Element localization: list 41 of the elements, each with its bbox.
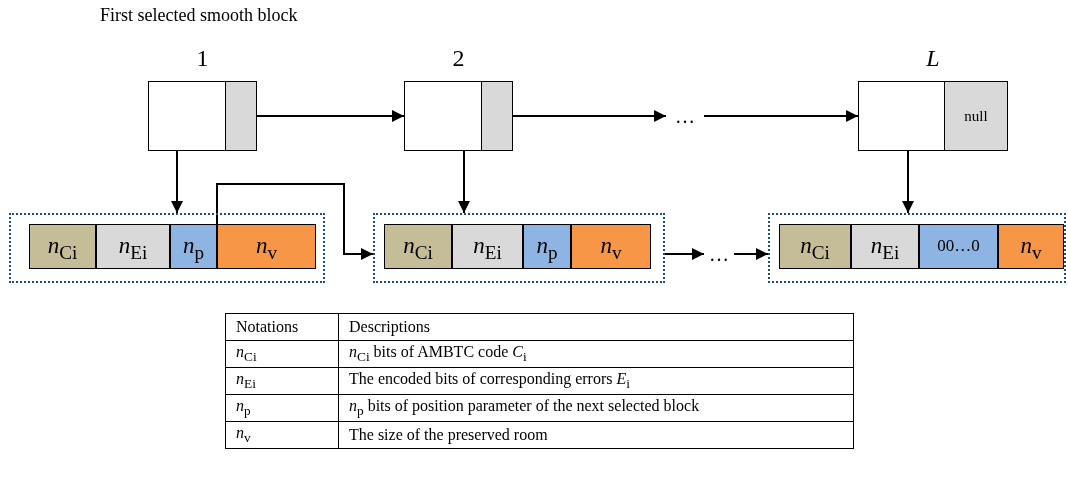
table-cell: n$_{p}$ bits of position parameter of the next selected block (338, 394, 854, 422)
table-cell: Notations (225, 313, 339, 341)
arrow (512, 110, 667, 122)
arrow (703, 110, 859, 122)
table-cell: The encoded bits of corresponding errors E$_{i}$ (338, 367, 854, 395)
bit-field: n$_{Ci}$ (29, 224, 96, 269)
table-cell: n$_{Ci}$ (225, 340, 339, 368)
ellipsis-text: … (704, 242, 734, 266)
bit-field: n$_{Ei}$ (851, 224, 919, 269)
table-cell: n$_{p}$ (225, 394, 339, 422)
dotted-block-frame (373, 213, 665, 283)
table-cell: n$_{Ei}$ (225, 367, 339, 395)
bit-field: n$_{v}$ (571, 224, 651, 269)
dotted-block-frame (768, 213, 1066, 283)
arrow (458, 150, 470, 214)
arrow (171, 150, 183, 214)
bit-field: n$_{p}$ (170, 224, 217, 269)
table-cell: Descriptions (338, 313, 854, 341)
ellipsis-text: … (666, 104, 704, 128)
node-number: 1 (195, 44, 210, 73)
arrow (256, 110, 405, 122)
arrow (733, 248, 769, 260)
node-number: 2 (451, 44, 466, 73)
pointer-field: null (944, 82, 1007, 150)
arrow (216, 183, 374, 260)
bit-field: n$_{Ci}$ (779, 224, 851, 269)
caption-text: First selected smooth block (100, 5, 298, 26)
dotted-block-frame (9, 213, 325, 283)
table-cell: The size of the preserved room (338, 421, 854, 449)
bit-field: n$_{p}$ (523, 224, 571, 269)
bit-field: n$_{Ci}$ (384, 224, 452, 269)
arrow (664, 248, 705, 260)
bit-field: n$_{v}$ (998, 224, 1064, 269)
table-cell: n$_{v}$ (225, 421, 339, 449)
node-number: L (925, 44, 941, 73)
table-cell: n$_{Ci}$ bits of AMBTC code C$_{i}$ (338, 340, 854, 368)
arrow (902, 150, 914, 214)
bit-field: 00…0 (919, 224, 998, 269)
bit-field: n$_{Ei}$ (96, 224, 170, 269)
bit-field: n$_{v}$ (217, 224, 316, 269)
bit-field: n$_{Ei}$ (452, 224, 523, 269)
